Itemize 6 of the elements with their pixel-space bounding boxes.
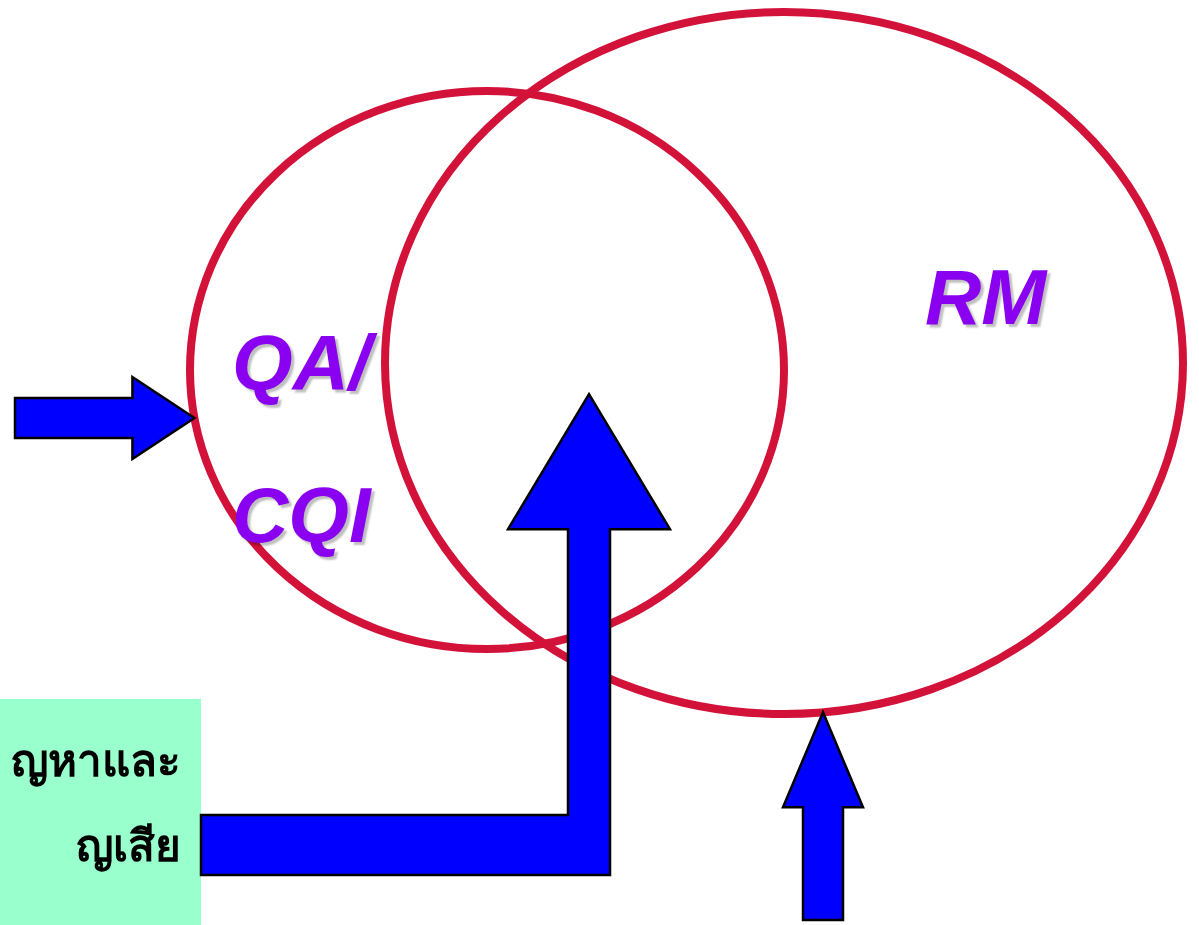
block-arrow	[781, 709, 865, 922]
venn-label: QA/ CQI	[232, 287, 402, 592]
block-arrow	[199, 391, 673, 877]
venn-label: RM	[925, 258, 1049, 336]
note-box	[0, 699, 201, 925]
block-arrow	[13, 374, 197, 462]
